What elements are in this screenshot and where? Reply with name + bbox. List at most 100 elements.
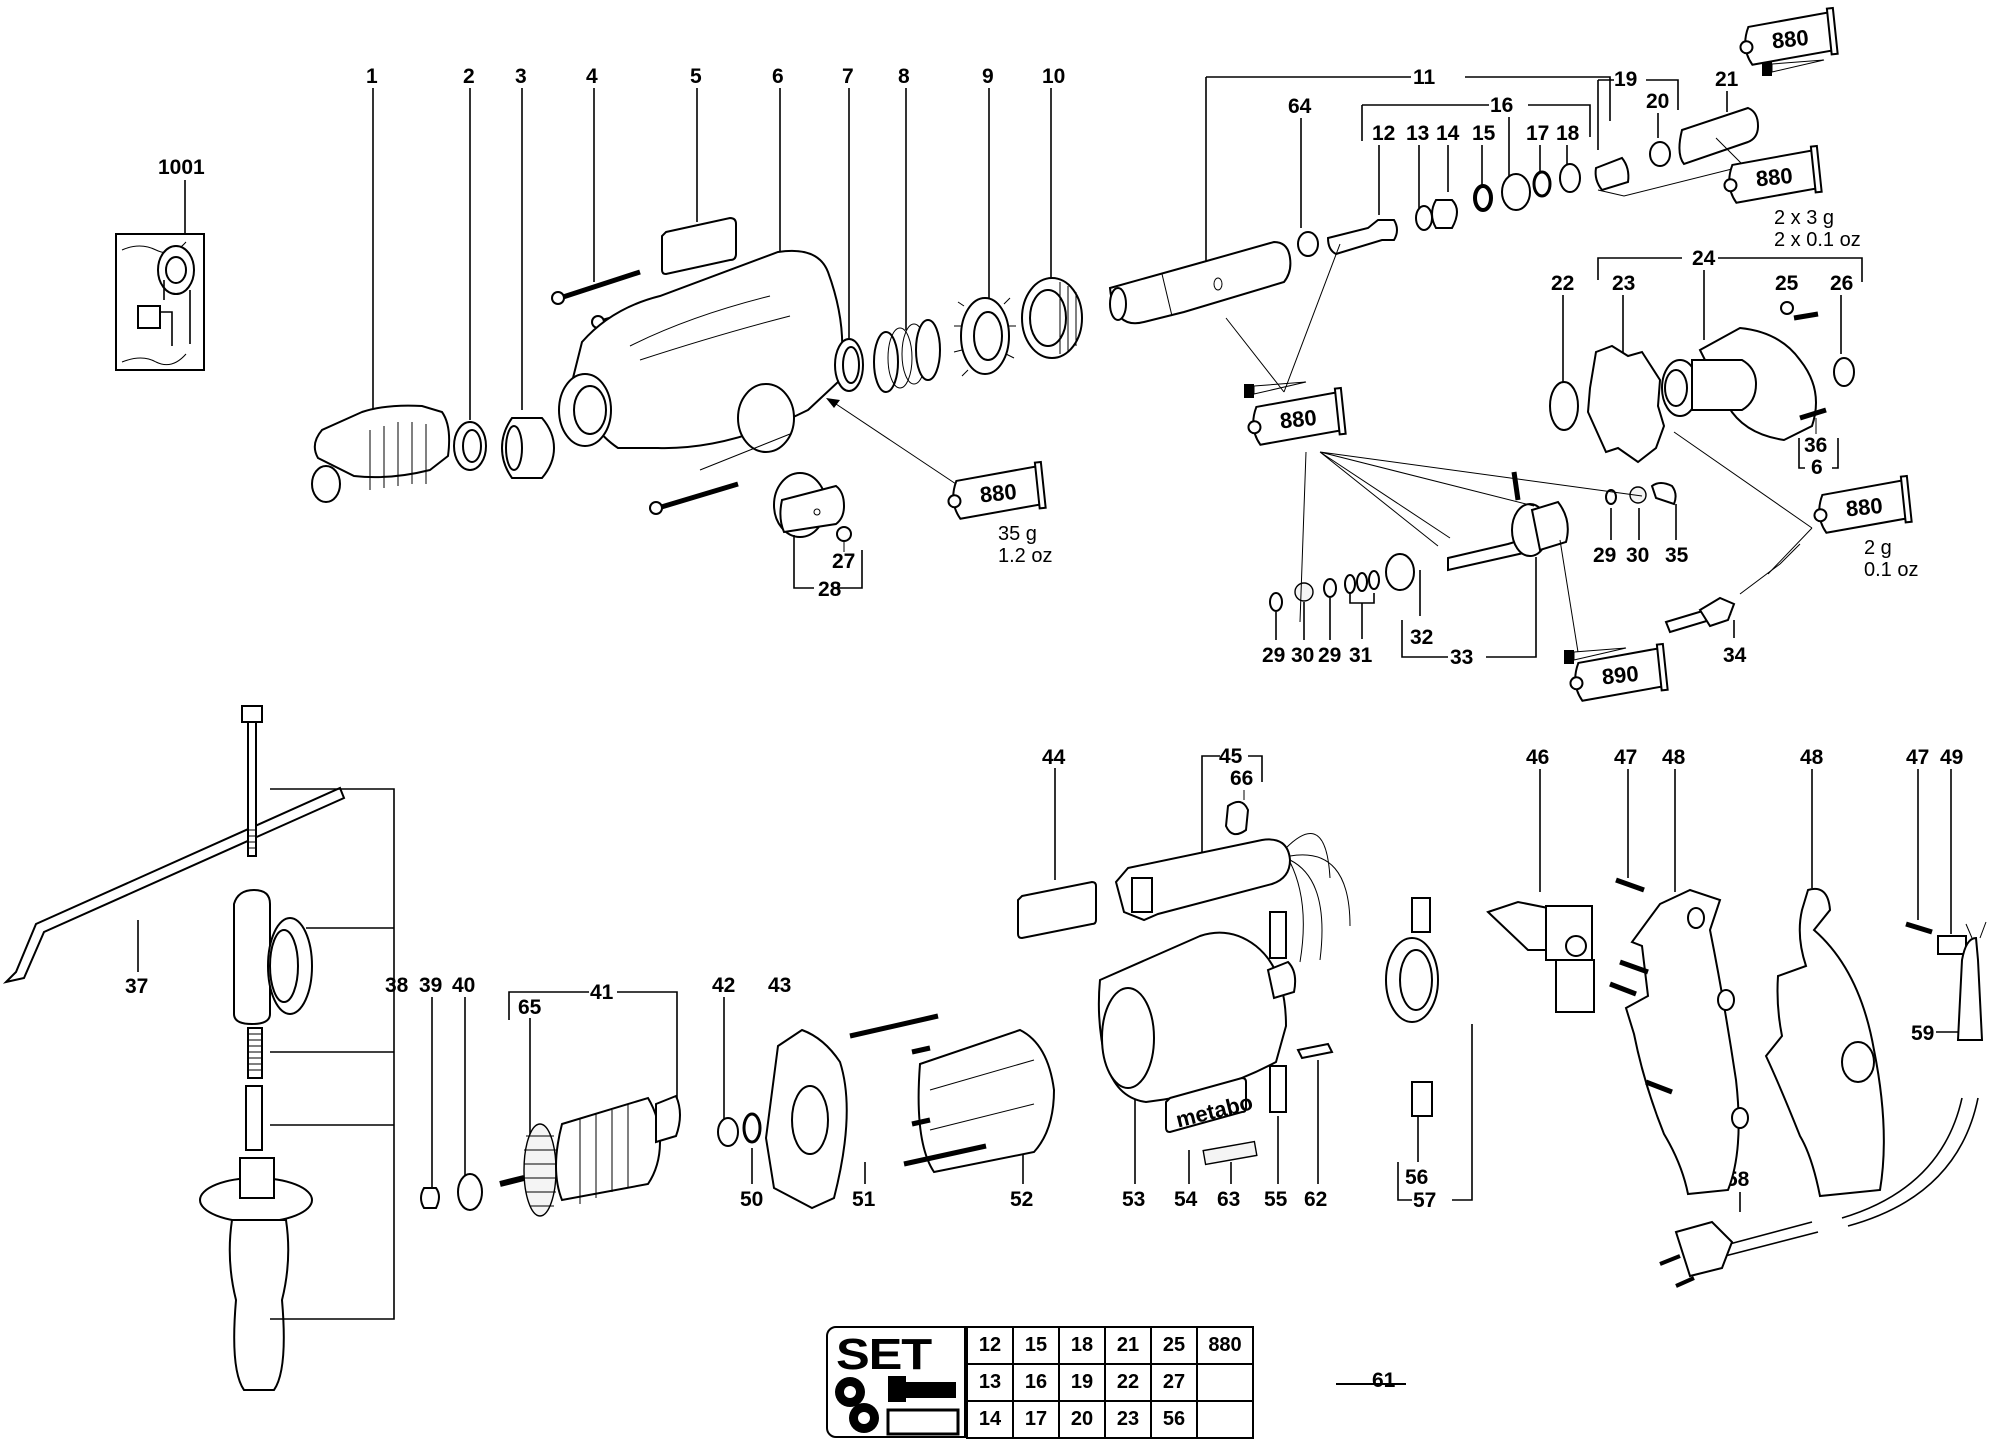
callout-31[interactable]: 31 bbox=[1349, 644, 1373, 667]
callout-23[interactable]: 23 bbox=[1612, 272, 1635, 295]
callout-40[interactable]: 40 bbox=[452, 974, 475, 997]
callout-63[interactable]: 63 bbox=[1217, 1188, 1240, 1211]
callout-29c[interactable]: 29 bbox=[1318, 644, 1341, 667]
callout-42[interactable]: 42 bbox=[712, 974, 735, 997]
callout-45[interactable]: 45 bbox=[1219, 745, 1243, 768]
callout-17[interactable]: 17 bbox=[1526, 122, 1549, 145]
callout-53[interactable]: 53 bbox=[1122, 1188, 1145, 1211]
part-oring-50[interactable] bbox=[742, 1112, 762, 1144]
part-bearing-40[interactable] bbox=[457, 1173, 483, 1211]
part-oring-13[interactable] bbox=[1415, 205, 1433, 231]
callout-19[interactable]: 19 bbox=[1614, 68, 1637, 91]
callout-48b[interactable]: 48 bbox=[1800, 746, 1824, 769]
callout-56[interactable]: 56 bbox=[1405, 1166, 1428, 1189]
callout-49[interactable]: 49 bbox=[1940, 746, 1963, 769]
callout-7[interactable]: 7 bbox=[842, 65, 854, 88]
part-gear-wheel[interactable] bbox=[1021, 277, 1083, 359]
callout-37[interactable]: 37 bbox=[125, 975, 148, 998]
callout-34[interactable]: 34 bbox=[1723, 644, 1747, 667]
callout-38[interactable]: 38 bbox=[385, 974, 409, 997]
callout-8[interactable]: 8 bbox=[898, 65, 910, 88]
part-type-plate-63[interactable] bbox=[1202, 1140, 1258, 1166]
part-chuck[interactable] bbox=[311, 404, 451, 503]
part-depth-stop-rod[interactable] bbox=[2, 786, 346, 984]
part-striker[interactable] bbox=[1326, 219, 1398, 256]
callout-43[interactable]: 43 bbox=[768, 974, 791, 997]
part-gear-cover[interactable] bbox=[1661, 326, 1817, 442]
part-bush-39[interactable] bbox=[420, 1187, 440, 1209]
part-screw-51a[interactable] bbox=[849, 1013, 939, 1039]
callout-39[interactable]: 39 bbox=[419, 974, 442, 997]
callout-30b[interactable]: 30 bbox=[1291, 644, 1314, 667]
part-armature[interactable] bbox=[499, 1094, 681, 1217]
callout-4[interactable]: 4 bbox=[586, 65, 598, 88]
part-sleeve[interactable] bbox=[245, 1085, 263, 1151]
callout-36[interactable]: 36 bbox=[1804, 434, 1827, 457]
callout-2[interactable]: 2 bbox=[463, 65, 475, 88]
part-bush-14[interactable] bbox=[1431, 199, 1458, 229]
part-oring-17[interactable] bbox=[1532, 170, 1552, 198]
callout-27[interactable]: 27 bbox=[832, 550, 855, 573]
part-seal-ring[interactable] bbox=[1549, 381, 1579, 431]
callout-55[interactable]: 55 bbox=[1264, 1188, 1288, 1211]
part-label-plate[interactable] bbox=[661, 216, 737, 276]
part-power-cord[interactable] bbox=[1659, 921, 1987, 1288]
part-strip[interactable] bbox=[1269, 911, 1287, 959]
callout-16[interactable]: 16 bbox=[1490, 94, 1513, 117]
part-washer-20[interactable] bbox=[1649, 141, 1671, 167]
callout-44[interactable]: 44 bbox=[1042, 746, 1066, 769]
callout-61[interactable]: 61 bbox=[1372, 1369, 1396, 1392]
part-cable-clamp[interactable] bbox=[1937, 935, 1967, 955]
part-ring-18[interactable] bbox=[1559, 163, 1581, 193]
callout-33[interactable]: 33 bbox=[1450, 646, 1473, 669]
callout-64[interactable]: 64 bbox=[1288, 95, 1312, 118]
callout-57[interactable]: 57 bbox=[1413, 1189, 1436, 1212]
part-piston[interactable] bbox=[1594, 156, 1630, 192]
callout-36-sub[interactable]: 6 bbox=[1811, 456, 1823, 479]
handle-screws[interactable] bbox=[1609, 877, 1933, 1095]
part-motor-housing[interactable] bbox=[1097, 931, 1297, 1104]
part-screw-51b[interactable] bbox=[903, 1143, 987, 1167]
part-handle-grip[interactable] bbox=[199, 1157, 313, 1391]
callout-21[interactable]: 21 bbox=[1715, 68, 1739, 91]
part-lever-35[interactable] bbox=[1650, 482, 1677, 506]
callout-54[interactable]: 54 bbox=[1174, 1188, 1198, 1211]
callout-24[interactable]: 24 bbox=[1692, 247, 1716, 270]
part-field-stator[interactable] bbox=[911, 1028, 1056, 1174]
callout-32[interactable]: 32 bbox=[1410, 626, 1433, 649]
part-gasket[interactable] bbox=[1586, 344, 1666, 464]
part-washer-64[interactable] bbox=[1297, 231, 1319, 257]
callout-18[interactable]: 18 bbox=[1556, 122, 1580, 145]
part-screw-36[interactable] bbox=[1799, 407, 1827, 421]
part-switch[interactable] bbox=[1486, 900, 1595, 1013]
part-clutch-disc[interactable] bbox=[953, 297, 1016, 377]
part-ring[interactable] bbox=[453, 421, 487, 471]
callout-66[interactable]: 66 bbox=[1230, 767, 1253, 790]
callout-9[interactable]: 9 bbox=[982, 65, 994, 88]
part-carbon-brush[interactable] bbox=[1411, 1081, 1433, 1117]
part-intermediate-shaft[interactable] bbox=[1447, 471, 1569, 572]
callout-20[interactable]: 20 bbox=[1646, 90, 1669, 113]
part-brush-holder-ring[interactable] bbox=[1385, 937, 1439, 1023]
callout-14[interactable]: 14 bbox=[1436, 122, 1460, 145]
part-handle-bolt[interactable] bbox=[241, 705, 263, 857]
callout-29a[interactable]: 29 bbox=[1593, 544, 1616, 567]
callout-30a[interactable]: 30 bbox=[1626, 544, 1649, 567]
callout-10[interactable]: 10 bbox=[1042, 65, 1065, 88]
part-label-plate-44[interactable] bbox=[1017, 880, 1097, 940]
callout-59[interactable]: 59 bbox=[1911, 1022, 1934, 1045]
part-guide-16[interactable] bbox=[1501, 173, 1531, 211]
part-speed-electronics[interactable] bbox=[1114, 832, 1351, 963]
part-spindle[interactable] bbox=[1108, 240, 1292, 325]
callout-47a[interactable]: 47 bbox=[1614, 746, 1637, 769]
callout-1001[interactable]: 1001 bbox=[158, 156, 205, 179]
callout-15[interactable]: 15 bbox=[1472, 122, 1496, 145]
part-direction-label-55[interactable] bbox=[1269, 1065, 1287, 1113]
part-seal-26[interactable] bbox=[1833, 357, 1855, 387]
part-handle-shell-left[interactable] bbox=[1624, 888, 1749, 1196]
part-bearing-42[interactable] bbox=[717, 1117, 739, 1147]
callout-11[interactable]: 11 bbox=[1413, 66, 1436, 89]
callout-3[interactable]: 3 bbox=[515, 65, 527, 88]
callout-1[interactable]: 1 bbox=[366, 65, 378, 88]
callout-6[interactable]: 6 bbox=[772, 65, 784, 88]
